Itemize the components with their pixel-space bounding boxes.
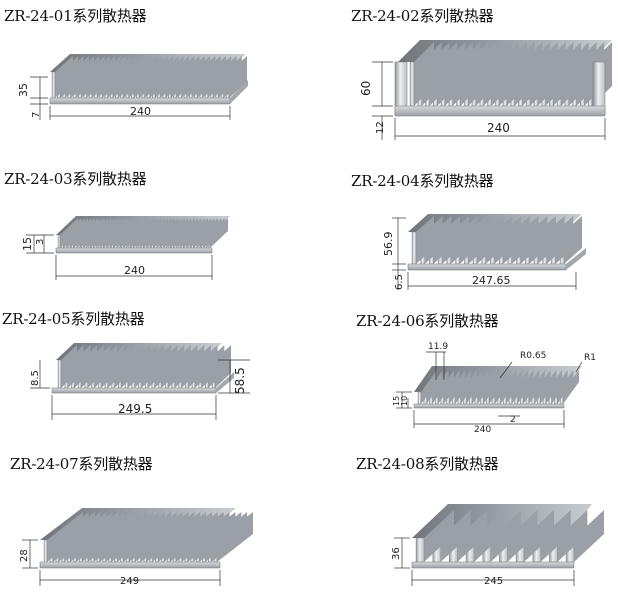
dim-width-02: 240: [487, 121, 510, 135]
dim-width-03: 240: [124, 264, 145, 277]
fin-side: [443, 370, 460, 404]
product-title-03: ZR-24-03系列散热器: [4, 170, 147, 188]
fin-side: [477, 370, 494, 404]
fin-side: [563, 370, 579, 404]
fin: [57, 359, 62, 389]
fin-side: [528, 370, 545, 404]
fin-side: [455, 370, 472, 404]
dim-base-03: 3: [35, 239, 46, 245]
fin-side: [474, 510, 504, 562]
dim-base-02: 12: [375, 121, 386, 134]
fin-side: [60, 218, 78, 248]
fin-side: [557, 510, 588, 562]
heatsink-07-drawing: [22, 508, 253, 586]
fin-side: [506, 370, 523, 404]
product-title-08: ZR-24-08系列散热器: [356, 455, 499, 473]
fin: [43, 539, 48, 563]
dim-base-01: 7: [31, 112, 42, 118]
product-title-05: ZR-24-05系列散热器: [2, 310, 145, 328]
fin-side: [426, 370, 443, 404]
fin-side: [416, 216, 434, 264]
dim-pitch-06: 11.9: [428, 342, 448, 352]
heatsink-03-drawing: [26, 216, 230, 280]
dim-height-02: 60: [359, 81, 373, 96]
product-title-07: ZR-24-07系列散热器: [10, 455, 153, 473]
fin-side: [466, 370, 483, 404]
heatsink-05-drawing: [30, 343, 250, 420]
fin-side: [511, 370, 528, 404]
fin-side: [540, 370, 557, 404]
fin-side: [500, 370, 517, 404]
dim-width-08: 245: [484, 576, 503, 587]
heatsink-01-drawing: [30, 54, 248, 120]
heatsink-04-drawing: [392, 214, 586, 290]
dim-height-05: 58.5: [233, 367, 247, 394]
fin-side: [440, 510, 471, 562]
fin-side: [517, 370, 534, 404]
product-title-02: ZR-24-02系列散热器: [351, 7, 494, 25]
dim-fillet-06: R0.65: [520, 351, 546, 361]
fin: [417, 391, 422, 405]
dim-width-06: 240: [474, 425, 491, 435]
dim-base-04: 6.5: [394, 274, 405, 290]
fin-side: [414, 42, 434, 106]
fin-side: [483, 370, 500, 404]
dim-base-06: 10: [400, 396, 409, 406]
fin-side: [489, 370, 506, 404]
heatsink-02-drawing: [372, 40, 612, 140]
dim-width-07: 249: [120, 576, 139, 587]
fin-side: [47, 512, 83, 562]
dim-width-01: 240: [130, 105, 151, 118]
heatsink-06-drawing: [396, 351, 583, 428]
dim-fin-gap-06: 2: [510, 415, 516, 425]
dim-height-07: 28: [19, 549, 30, 562]
dim-height-01: 35: [17, 83, 30, 97]
fin-side: [490, 510, 521, 562]
fin-side: [55, 56, 73, 98]
fin: [51, 71, 56, 99]
dim-height-03: 15: [21, 237, 34, 251]
fin-side: [534, 370, 551, 404]
dim-width-04: 247.65: [472, 274, 511, 287]
fin-side: [551, 370, 568, 404]
fin-side: [460, 370, 477, 404]
fin-side: [557, 370, 574, 404]
product-title-01: ZR-24-01系列散热器: [4, 7, 147, 25]
dim-height-04: 56.9: [382, 232, 395, 257]
dim-height-08: 36: [391, 547, 402, 560]
fin-side: [494, 370, 511, 404]
fin-side: [61, 345, 77, 388]
fin: [57, 234, 61, 249]
fin-side: [523, 370, 540, 404]
product-title-06: ZR-24-06系列散热器: [356, 312, 499, 330]
dim-base-05: 8.5: [30, 370, 41, 386]
fin-side: [432, 370, 449, 404]
dim-tip-radius-06: R1: [584, 353, 596, 363]
fin: [415, 537, 425, 563]
fin-side: [438, 370, 455, 404]
dim-width-05: 249.5: [118, 402, 152, 416]
heatsink-08-drawing: [394, 504, 604, 586]
fin-side: [424, 510, 454, 562]
fin: [411, 231, 417, 265]
dim-height-06: 15: [392, 396, 401, 406]
product-title-04: ZR-24-04系列散热器: [351, 172, 494, 190]
fin-side: [507, 510, 538, 562]
fin-side: [457, 510, 488, 562]
fin-side: [524, 510, 554, 562]
fin-side: [545, 370, 562, 404]
fin-side: [472, 370, 489, 404]
fin-side: [574, 510, 604, 562]
fin: [409, 61, 415, 107]
fin-side: [540, 510, 571, 562]
fin-side: [449, 370, 466, 404]
fin-side: [421, 370, 437, 404]
